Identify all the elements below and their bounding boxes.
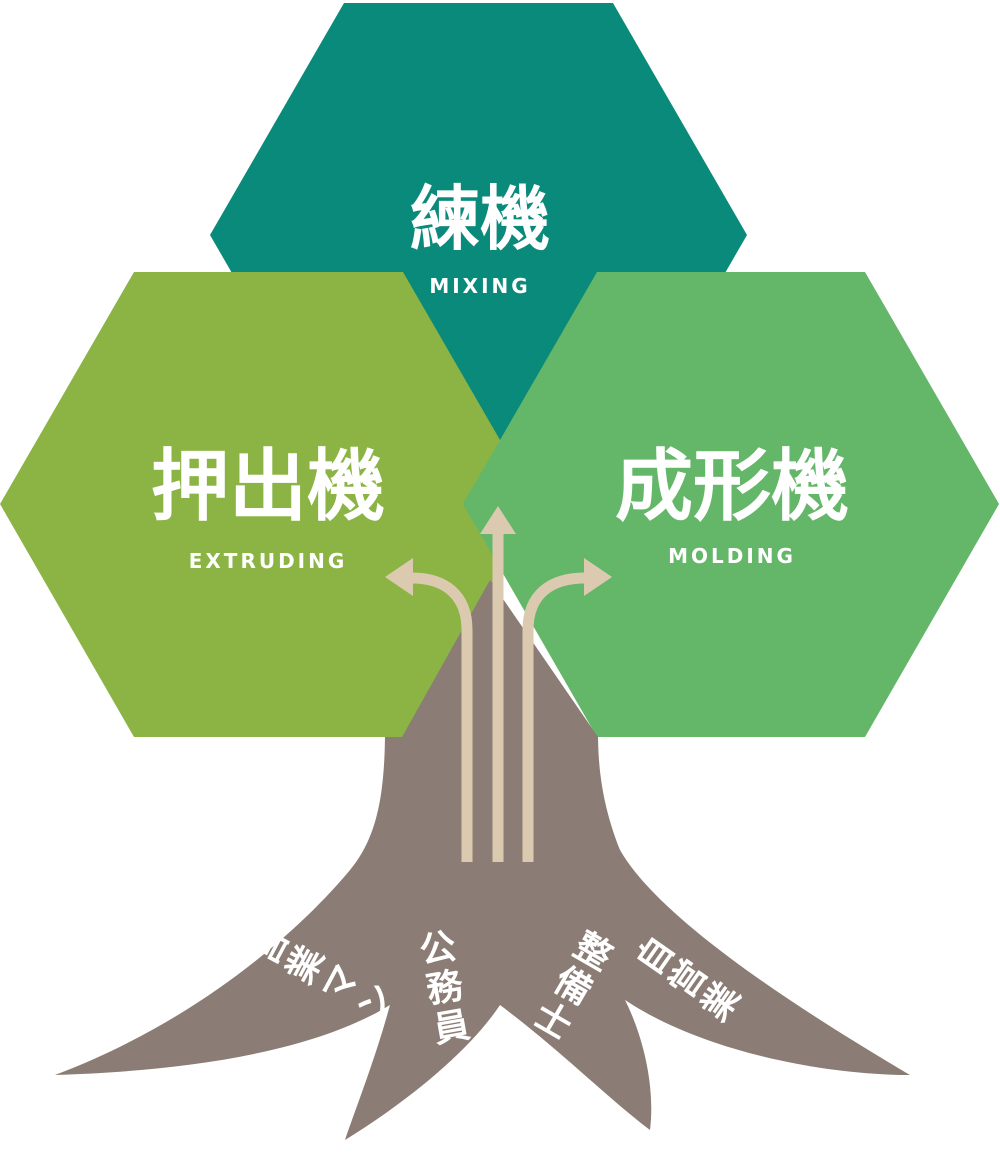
hexagon-extruding-subtitle: EXTRUDING — [189, 549, 348, 573]
hexagon-molding-subtitle: MOLDING — [668, 544, 796, 568]
hexagon-molding-shape — [463, 272, 999, 737]
arrows — [385, 506, 612, 862]
arrow-right-shaft — [522, 572, 586, 862]
arrow-center-head — [480, 506, 516, 534]
hexagon-extruding — [0, 272, 537, 737]
root-label-2-text: 公務員 — [416, 926, 473, 1052]
arrow-left-head — [385, 558, 413, 596]
arrow-left-shaft — [411, 572, 473, 862]
hexagon-molding-title: 成形機 — [615, 442, 849, 532]
hexagon-mixing-subtitle: MIXING — [429, 274, 530, 298]
arrow-right-head — [584, 558, 612, 596]
tree-trunk — [55, 730, 910, 1140]
hexagon-molding — [463, 272, 999, 737]
hexagon-extruding-title: 押出機 — [151, 442, 385, 532]
root-label-2: 公務員 — [416, 926, 473, 1052]
hexagon-extruding-shape — [0, 272, 537, 737]
hexagon-mixing-title: 練機 — [410, 178, 550, 260]
